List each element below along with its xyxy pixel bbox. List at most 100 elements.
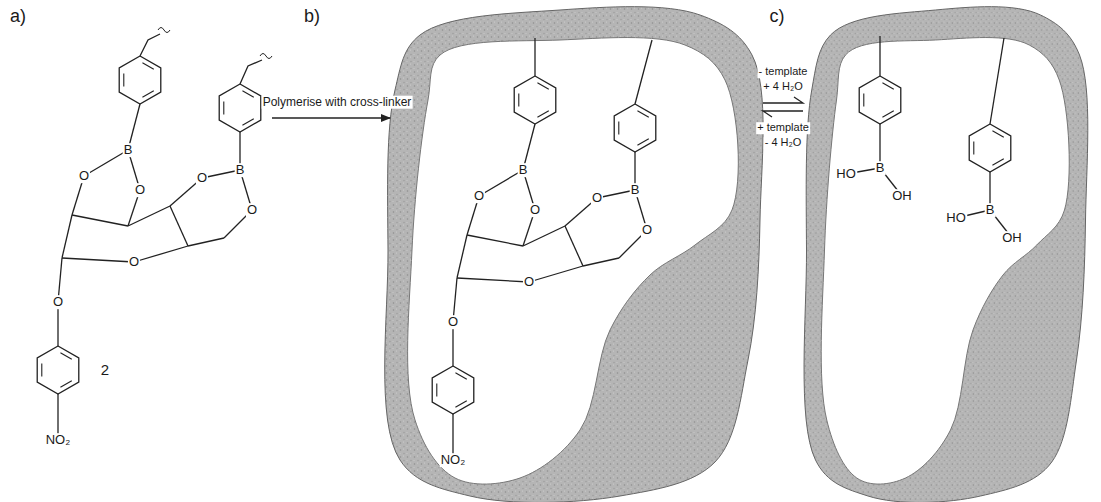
benzene-ring <box>514 76 556 124</box>
bond <box>134 246 188 262</box>
double-bond <box>455 401 466 408</box>
atom-label: O <box>473 189 485 203</box>
imprint-polymer <box>385 7 763 502</box>
atom-label: OH <box>1001 231 1023 245</box>
atom-label: O <box>246 203 258 217</box>
atom-label: NO₂ <box>45 433 72 447</box>
atom-label: O <box>78 169 90 183</box>
bond <box>479 170 523 196</box>
polymer-link <box>635 40 652 104</box>
wavy-bond <box>158 28 272 59</box>
double-bond <box>537 111 548 118</box>
atom-label: B <box>875 161 886 175</box>
bond <box>565 226 583 266</box>
template-molecule <box>432 38 656 460</box>
empty-imprint-cavity <box>821 38 1069 485</box>
benzene-ring <box>614 104 656 152</box>
bond <box>457 278 529 282</box>
atom-label: O <box>641 223 653 237</box>
bond <box>457 235 467 278</box>
double-bond <box>637 111 648 118</box>
polymer-link <box>879 36 880 76</box>
double-bond <box>618 121 619 134</box>
atom-label: B <box>985 203 996 217</box>
bond <box>84 150 128 176</box>
condition-label: - template <box>758 66 809 78</box>
atom-label: O <box>447 315 459 329</box>
arrow-label: Polymerise with cross-linker <box>262 96 413 109</box>
atom-label: HO <box>945 211 967 225</box>
atom-label: B <box>630 183 641 197</box>
condition-label: + template <box>756 122 810 134</box>
double-bond <box>242 91 253 98</box>
double-bond <box>518 93 519 106</box>
bond <box>523 226 565 246</box>
benzene-ring <box>859 76 901 124</box>
double-bond <box>992 159 1003 166</box>
polymer-link <box>534 38 535 76</box>
double-bond <box>60 381 71 388</box>
double-bond <box>537 83 548 90</box>
benzene-ring <box>119 56 161 104</box>
reaction-arrow <box>272 117 390 118</box>
polymer-link <box>990 38 1004 124</box>
empty-imprint-polymer <box>804 7 1088 502</box>
atom-label: O <box>128 255 140 269</box>
atom-label: O <box>52 295 64 309</box>
benzene-ring <box>969 124 1011 172</box>
benzene-ring <box>219 84 261 132</box>
double-bond <box>436 383 437 396</box>
boronic-acid-sites <box>846 36 1012 238</box>
condition-label: - 4 H₂O <box>764 137 803 149</box>
double-bond <box>637 139 648 146</box>
atom-label: O <box>591 191 603 205</box>
double-bond <box>455 373 466 380</box>
template-molecule <box>37 28 272 441</box>
double-bond <box>882 83 893 90</box>
double-bond <box>242 119 253 126</box>
panel-label: a) <box>9 7 27 26</box>
bond <box>170 206 188 246</box>
benzene-ring <box>432 366 474 414</box>
bond <box>128 206 170 226</box>
double-bond <box>123 73 124 86</box>
bond <box>72 215 128 226</box>
double-bond <box>142 63 153 70</box>
bond <box>583 258 619 266</box>
double-bond <box>223 101 224 114</box>
double-bond <box>973 141 974 154</box>
atom-label: O <box>134 183 146 197</box>
bond <box>188 238 224 246</box>
equilibrium-arrow <box>763 111 803 117</box>
double-bond <box>60 353 71 360</box>
panel-label: c) <box>769 7 786 26</box>
double-bond <box>863 93 864 106</box>
double-bond <box>142 91 153 98</box>
vinyl-group <box>240 60 262 84</box>
atom-label: B <box>518 163 529 177</box>
panel-label: b) <box>303 7 321 26</box>
imprint-cavity <box>408 38 739 485</box>
double-bond <box>992 131 1003 138</box>
double-bond <box>882 111 893 118</box>
condition-label: + 4 H₂O <box>762 81 803 93</box>
bond <box>529 266 583 282</box>
bond <box>467 235 523 246</box>
compound-number: 2 <box>100 362 110 378</box>
vinyl-group <box>140 34 160 56</box>
bond <box>62 258 134 262</box>
equilibrium-arrow <box>763 97 803 103</box>
atom-label: HO <box>835 167 857 181</box>
atom-label: O <box>523 275 535 289</box>
atom-label: NO₂ <box>440 453 467 467</box>
double-bond <box>41 363 42 376</box>
atom-label: B <box>235 163 246 177</box>
atom-label: O <box>529 203 541 217</box>
benzene-ring <box>37 346 79 394</box>
atom-label: B <box>123 143 134 157</box>
bond <box>62 215 72 258</box>
atom-label: OH <box>891 189 913 203</box>
atom-label: O <box>196 171 208 185</box>
